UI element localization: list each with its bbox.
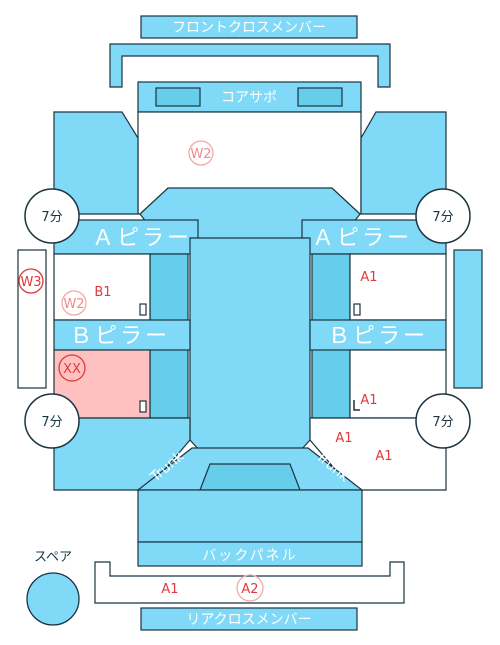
rear-bumper-bracket[interactable] — [94, 561, 405, 604]
core-support-right-slot — [297, 87, 343, 107]
code-b1[interactable]: B1 — [94, 285, 111, 300]
code-a1-right-lower[interactable]: A1 — [360, 393, 377, 408]
front-cross-member[interactable] — [140, 15, 358, 39]
b-pillar-left[interactable] — [53, 319, 191, 351]
roof[interactable] — [189, 237, 311, 463]
code-a2-rear[interactable]: A2 — [241, 582, 258, 597]
front-left-wheel-label: 7分 — [41, 210, 62, 225]
code-a1-rear[interactable]: A1 — [161, 582, 178, 597]
rear-left-wheel-badge — [24, 393, 80, 449]
code-ring-w2-top — [188, 140, 214, 166]
right-rear-door-handle — [353, 400, 360, 411]
front-cross-member-label: フロントクロスメンバー — [172, 20, 326, 36]
code-ring-a2 — [236, 574, 264, 602]
rear-cross-member-label: リアクロスメンバー — [186, 612, 311, 628]
spare-tire[interactable] — [26, 572, 80, 626]
rear-right-wheel-badge — [415, 393, 471, 449]
code-w2-left[interactable]: W2 — [63, 297, 84, 312]
right-front-door-handle — [353, 303, 361, 316]
left-front-door[interactable] — [53, 253, 151, 321]
front-bumper-bracket[interactable] — [109, 43, 391, 88]
front-left-wheel-badge — [24, 188, 80, 244]
rear-right-wheel-label: 7分 — [432, 415, 453, 430]
code-w2-top[interactable]: W2 — [190, 147, 211, 162]
rear-left-wheel-label: 7分 — [41, 415, 62, 430]
code-ring-xx — [58, 354, 86, 382]
b-pillar-right[interactable] — [309, 319, 447, 351]
b-pillar-left-label: Ｂピラー — [70, 324, 170, 349]
spare-label: スペア — [34, 550, 72, 565]
a-pillar-left-label: Ａピラー — [92, 226, 192, 251]
back-panel-label: バックパネル — [202, 548, 297, 564]
code-ring-w2-left — [61, 290, 87, 316]
left-rocker-panel[interactable] — [17, 249, 47, 389]
right-front-door[interactable] — [349, 253, 447, 321]
code-xx[interactable]: XX — [63, 362, 81, 377]
core-support-left-slot — [155, 87, 201, 107]
trunk-lid[interactable] — [199, 463, 301, 491]
code-a1-quarter-2[interactable]: A1 — [375, 449, 392, 464]
left-front-door-handle — [139, 303, 147, 316]
code-a1-quarter-1[interactable]: A1 — [335, 431, 352, 446]
a-pillar-right-label: Ａピラー — [312, 226, 412, 251]
b-pillar-right-label: Ｂピラー — [328, 324, 428, 349]
left-rear-door-handle — [139, 400, 147, 413]
right-rocker-panel[interactable] — [453, 249, 483, 389]
rear-cross-member[interactable] — [140, 607, 358, 631]
core-support-label: コアサポ — [221, 90, 277, 106]
code-ring-w3 — [18, 268, 44, 294]
code-w3[interactable]: W3 — [20, 275, 41, 290]
back-panel[interactable] — [137, 541, 363, 567]
right-front-fender[interactable] — [360, 111, 447, 215]
rear-floor[interactable] — [137, 489, 363, 543]
code-a1-right-upper[interactable]: A1 — [360, 270, 377, 285]
front-right-wheel-badge — [415, 188, 471, 244]
front-right-wheel-label: 7分 — [432, 210, 453, 225]
